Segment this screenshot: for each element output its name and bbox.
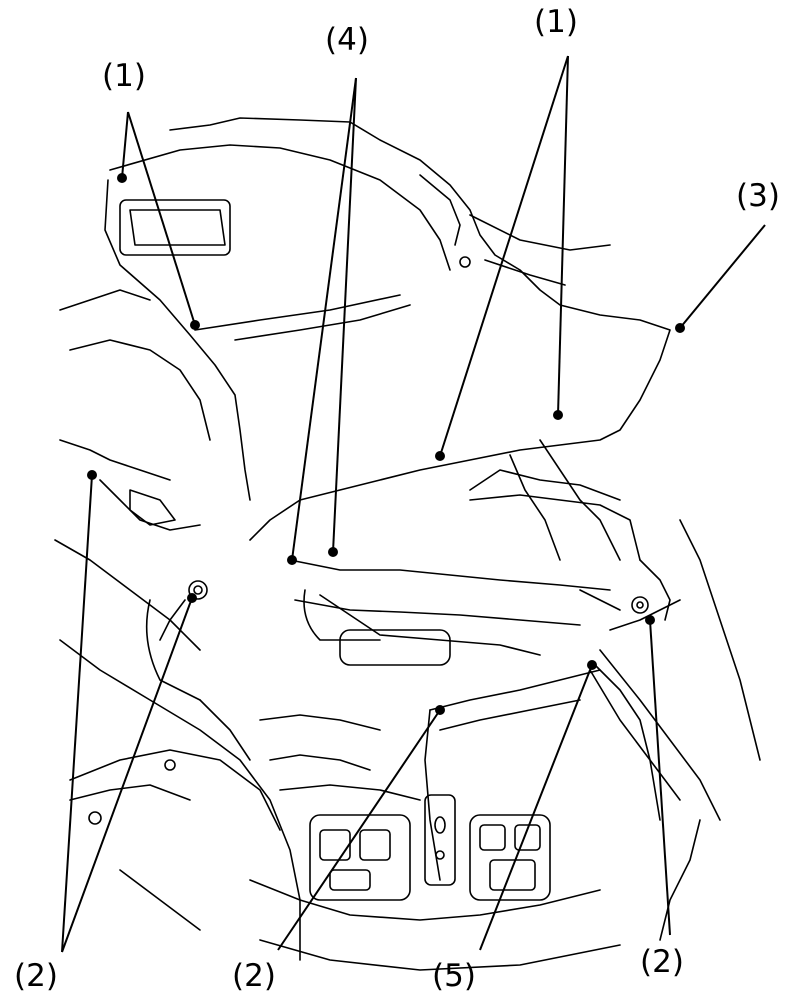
callout-point: [645, 615, 655, 625]
callout-point: [117, 173, 127, 183]
callout-point: [435, 451, 445, 461]
leader-lines: [61, 55, 766, 953]
callout-point: [587, 660, 597, 670]
callout-point: [87, 470, 97, 480]
callout-point: [187, 593, 197, 603]
callout-label: (5): [432, 958, 476, 994]
callout-label: (2): [232, 958, 276, 994]
callout-label: (1): [102, 58, 146, 94]
callout-point: [328, 547, 338, 557]
callout-label: (2): [640, 944, 684, 980]
callout-point: [553, 410, 563, 420]
callout-point: [287, 555, 297, 565]
callout-point: [675, 323, 685, 333]
callout-label: (4): [325, 22, 369, 58]
callout-point: [435, 705, 445, 715]
vehicle-line-art: [54, 117, 761, 971]
callout-label: (3): [736, 178, 780, 214]
callout-label: (1): [534, 4, 578, 40]
callout-point: [190, 320, 200, 330]
callout-label: (2): [14, 958, 58, 994]
